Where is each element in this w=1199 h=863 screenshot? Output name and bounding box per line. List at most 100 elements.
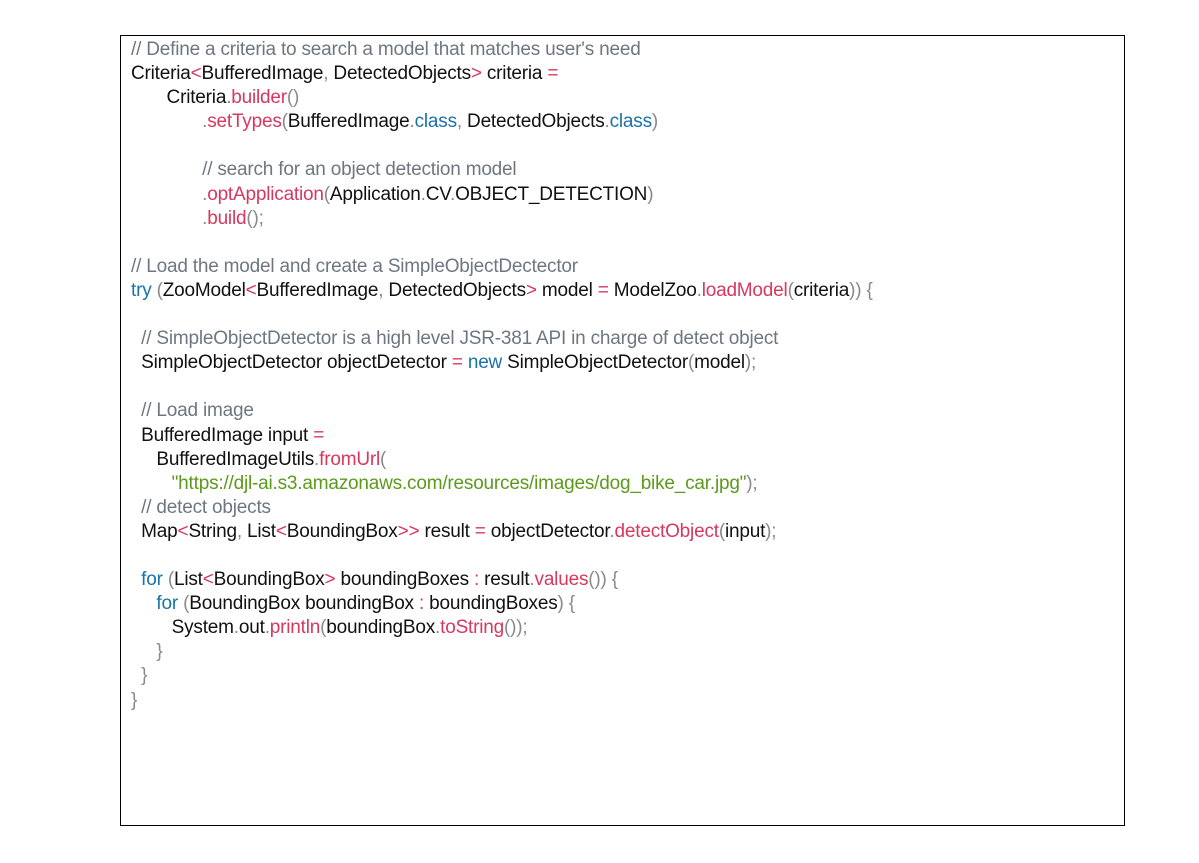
code-token-plain: DetectedObjects [461,111,605,133]
code-token-punct: ( [718,520,725,542]
code-token-plain: BufferedImageUtils [131,448,315,470]
code-line: .optApplication(Application.CV.OBJECT_DE… [131,183,873,207]
code-token-punct: ( [320,617,327,639]
code-token-punct: . [226,87,232,109]
code-line [131,544,873,568]
code-token-plain: SimpleObjectDetector objectDetector [131,352,452,374]
code-token-punct: . [420,183,426,205]
code-token-plain: result [419,520,475,542]
code-line: for (BoundingBox boundingBox : boundingB… [131,592,873,616]
code-token-plain: boundingBox [326,617,436,639]
code-token-comment: // Load image [141,400,254,422]
code-token-punct: ( [687,352,695,374]
code-line: BufferedImageUtils.fromUrl( [131,448,873,472]
code-token-punct: . [314,448,320,470]
code-token-punct: ) { [557,593,576,615]
code-token-angle: > [470,63,482,85]
code-token-angle: < [275,520,287,542]
code-token-plain: BufferedImage input [131,424,314,446]
code-token-comment: // Load the model and create a SimpleObj… [131,255,578,277]
code-token-plain: CV [425,183,450,205]
code-token-plain: input [724,520,766,542]
code-token-plain [131,159,202,180]
code-token-plain: objectDetector [485,520,610,542]
code-token-angle: > [525,279,537,301]
code-token-plain [131,184,202,205]
code-token-plain: model [694,352,745,374]
code-token-op: = [597,279,609,301]
code-token-punct: } [141,665,148,687]
code-token-punct: } [131,689,138,711]
code-token-method: println [269,617,321,639]
code-token-punct: )) { [849,279,873,301]
code-token-op: = [451,352,463,374]
code-token-punct: , [236,520,242,542]
code-token-punct: ( [183,593,190,615]
code-token-punct: ); [765,520,777,542]
code-line: SimpleObjectDetector objectDetector = ne… [131,351,873,375]
code-token-plain [131,111,202,132]
code-token-plain: criteria [481,63,548,85]
code-token-plain: OBJECT_DETECTION [455,183,648,205]
code-token-plain: System [131,617,234,639]
code-line: } [131,664,873,688]
code-line [131,231,873,255]
code-token-plain: BufferedImage [256,279,379,301]
code-token-punct: ); [746,472,758,494]
code-token-plain [131,497,141,518]
code-line: // detect objects [131,496,873,520]
code-line: System.out.println(boundingBox.toString(… [131,616,873,640]
code-line: for (List<BoundingBox> boundingBoxes : r… [131,568,873,592]
code-token-method: setTypes [207,111,282,133]
code-token-plain: BufferedImage [287,111,410,133]
code-token-comment: // Define a criteria to search a model t… [131,39,641,60]
code-line: Map<String, List<BoundingBox>> result = … [131,520,873,544]
code-token-plain: result [479,569,530,591]
code-token-plain [131,473,172,494]
code-token-punct: , [378,279,384,301]
code-token-method: optApplication [207,183,324,205]
code-line [131,375,873,399]
code-token-plain: ZooModel [162,279,246,301]
code-line: // Load the model and create a SimpleObj… [131,255,873,279]
code-token-keyword: for [156,593,178,615]
code-token-plain: BoundingBox boundingBox [189,593,419,615]
code-token-method: build [207,207,247,229]
code-token-punct: ( [156,279,163,301]
code-token-plain: boundingBoxes [335,569,474,591]
code-token-plain: BufferedImage [201,63,324,85]
code-token-keyword: class [609,111,652,133]
code-token-punct: ( [380,448,387,470]
code-block: // Define a criteria to search a model t… [131,38,873,713]
code-token-punct: . [604,111,610,133]
code-token-plain [131,641,156,662]
code-line: } [131,640,873,664]
code-token-plain [131,328,141,349]
code-token-angle: < [202,569,214,591]
code-token-comment: // search for an object detection model [202,159,517,181]
code-token-keyword: try [131,279,152,301]
code-token-plain [131,208,202,229]
code-token-method: toString [440,617,505,639]
code-token-punct: ( [281,111,288,133]
code-token-punct: ); [744,352,757,374]
code-token-punct: , [456,111,462,133]
code-token-punct: ( [787,279,794,301]
code-token-keyword: class [414,111,457,133]
code-listing-frame: // Define a criteria to search a model t… [120,35,1125,826]
code-token-plain: List [241,520,276,542]
code-token-plain: BoundingBox [286,520,398,542]
code-token-method: loadModel [701,279,788,301]
code-line: // Load image [131,399,873,423]
code-line: .setTypes(BufferedImage.class, DetectedO… [131,110,873,134]
code-token-punct: ( [323,183,330,205]
code-line: .build(); [131,207,873,231]
code-token-punct: . [696,279,702,301]
code-token-punct: . [202,183,208,205]
code-token-op: : [418,593,425,615]
code-token-plain: Application [329,183,421,205]
code-token-plain: List [173,569,203,591]
code-token-keyword: new [467,352,503,374]
code-token-punct: . [435,617,441,639]
code-token-plain: boundingBoxes [424,593,558,615]
